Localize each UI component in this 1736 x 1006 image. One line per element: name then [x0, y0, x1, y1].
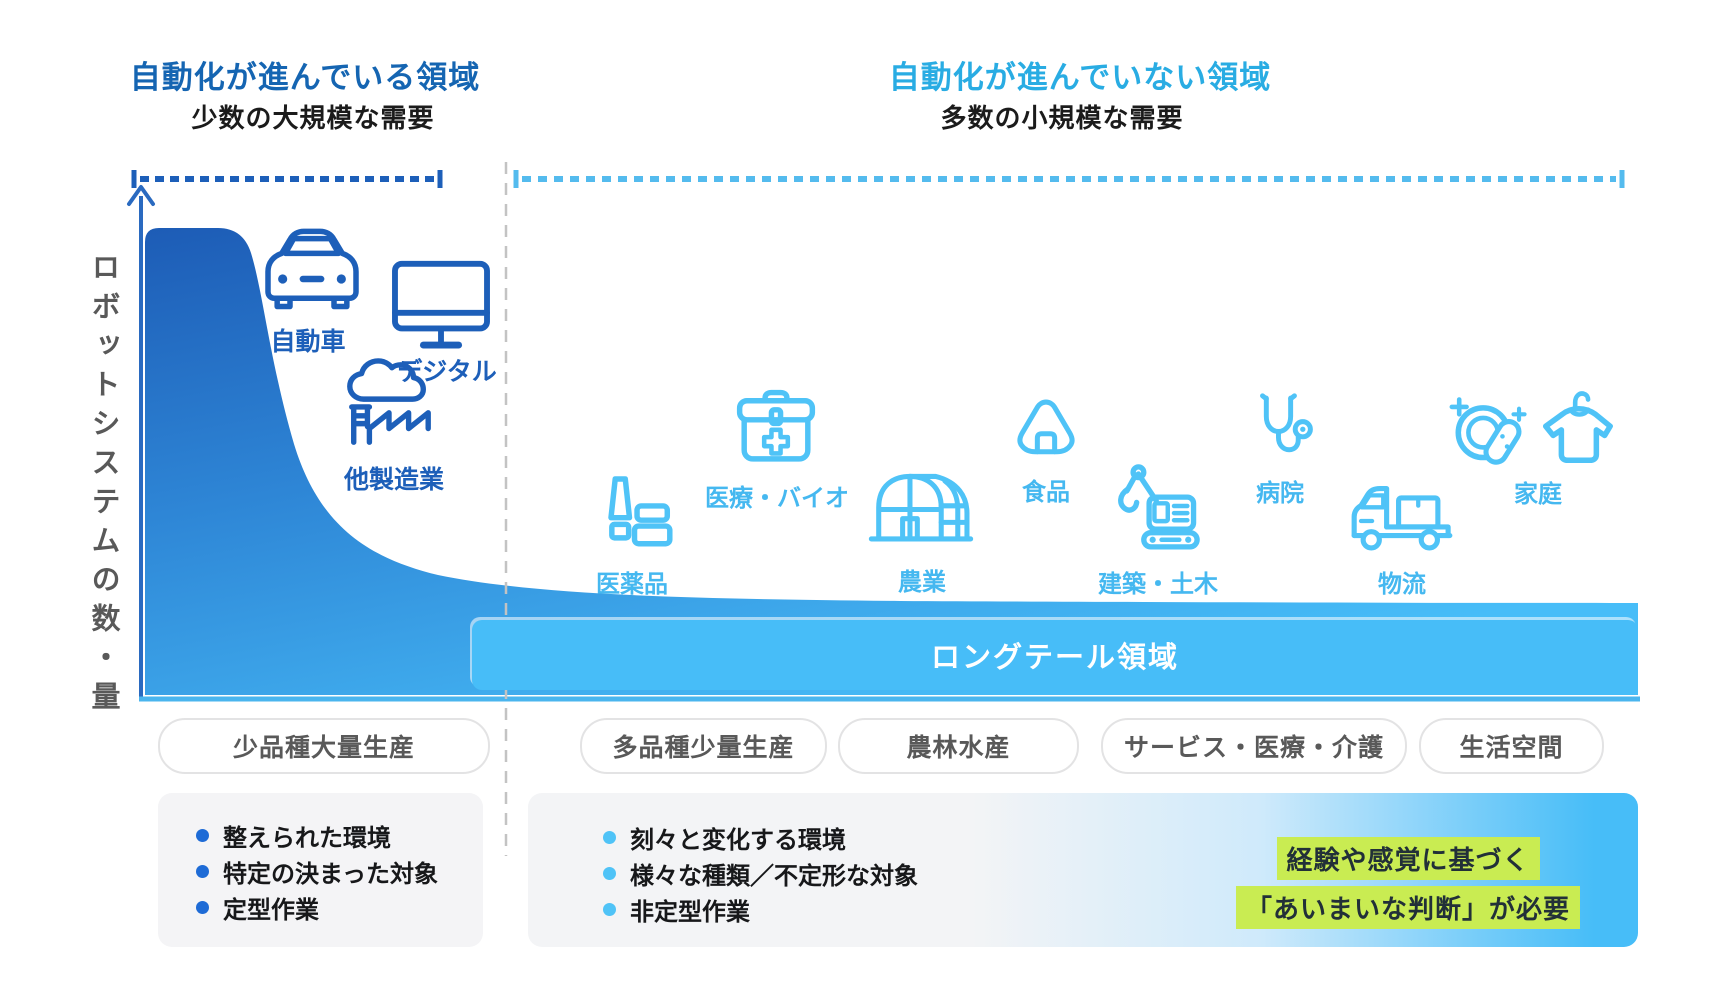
long-tail-band: ロングテール領域	[472, 620, 1638, 690]
onigiri-icon	[1017, 399, 1075, 455]
cosmetics-icon	[608, 476, 673, 547]
highlight-line-2: 「あいまいな判断」が必要	[1235, 886, 1581, 929]
sector-label-pharma: 医薬品	[596, 571, 668, 598]
non-automated-trait-3: 非定型作業	[603, 892, 750, 927]
sector-label-home: 家庭	[1514, 481, 1562, 508]
pill-service-medical-care: サービス・医療・介護	[1101, 718, 1407, 774]
pill-agri-forestry-fishery: 農林水産	[838, 718, 1079, 774]
non-automated-trait-2-text: 様々な種類／不定形な対象	[630, 863, 918, 890]
car-icon	[265, 228, 359, 310]
automated-trait-2-text: 特定の決まった対象	[223, 861, 439, 888]
highlight-line-1: 経験や感覚に基づく	[1276, 837, 1540, 880]
sector-label-medical-bio: 医療・バイオ	[705, 485, 849, 512]
bullet-dot	[603, 903, 616, 916]
right-span-dashed-line	[513, 170, 1625, 188]
bullet-dot	[603, 867, 616, 880]
sector-label-food: 食品	[1022, 479, 1070, 506]
left-region-subtitle: 少数の大規模な需要	[191, 103, 435, 133]
right-region-subtitle: 多数の小規模な需要	[940, 103, 1184, 133]
pill-small-lot-production: 多品種少量生産	[580, 718, 827, 774]
stethoscope-icon	[1260, 393, 1313, 453]
monitor-icon	[392, 260, 490, 349]
non-automated-trait-1-text: 刻々と変化する環境	[630, 827, 846, 854]
excavator-icon	[1118, 464, 1200, 550]
right-region-title: 自動化が進んでいない領域	[888, 60, 1272, 95]
automated-trait-2: 特定の決まった対象	[196, 854, 438, 889]
y-axis-label: ロボットシステムの数・量	[87, 252, 119, 720]
automated-trait-1-text: 整えられた環境	[223, 825, 391, 852]
sector-label-construction: 建築・土木	[1098, 571, 1218, 598]
sector-label-hospital: 病院	[1256, 480, 1304, 507]
pill-mass-production: 少品種大量生産	[158, 718, 490, 774]
bullet-dot	[196, 865, 209, 878]
automated-traits-box	[158, 793, 483, 947]
truck-icon	[1351, 485, 1453, 551]
factory-icon	[347, 358, 431, 445]
home-icon	[1449, 391, 1613, 465]
non-automated-trait-2: 様々な種類／不定形な対象	[603, 856, 918, 891]
first-aid-bag-icon	[736, 389, 816, 462]
sector-label-manufacturing: 他製造業	[343, 466, 445, 494]
sector-label-logistics: 物流	[1378, 571, 1426, 598]
y-axis	[127, 185, 155, 700]
automated-trait-3: 定型作業	[196, 890, 319, 925]
non-automated-trait-1: 刻々と変化する環境	[603, 820, 846, 855]
left-region-title: 自動化が進んでいる領域	[129, 60, 481, 95]
automated-trait-1: 整えられた環境	[196, 818, 391, 853]
pill-living-space: 生活空間	[1419, 718, 1604, 774]
automated-trait-3-text: 定型作業	[223, 897, 319, 924]
sector-label-car: 自動車	[270, 328, 346, 356]
bullet-dot	[196, 829, 209, 842]
sector-label-agriculture: 農業	[898, 569, 946, 596]
bullet-dot	[603, 831, 616, 844]
bullet-dot	[196, 901, 209, 914]
long-tail-band-label: ロングテール領域	[930, 642, 1179, 674]
left-span-dashed-line	[131, 170, 443, 188]
non-automated-trait-3-text: 非定型作業	[630, 899, 750, 926]
ambiguous-judgement-note: 経験や感覚に基づく 「あいまいな判断」が必要	[1235, 837, 1581, 929]
greenhouse-icon	[868, 473, 974, 542]
